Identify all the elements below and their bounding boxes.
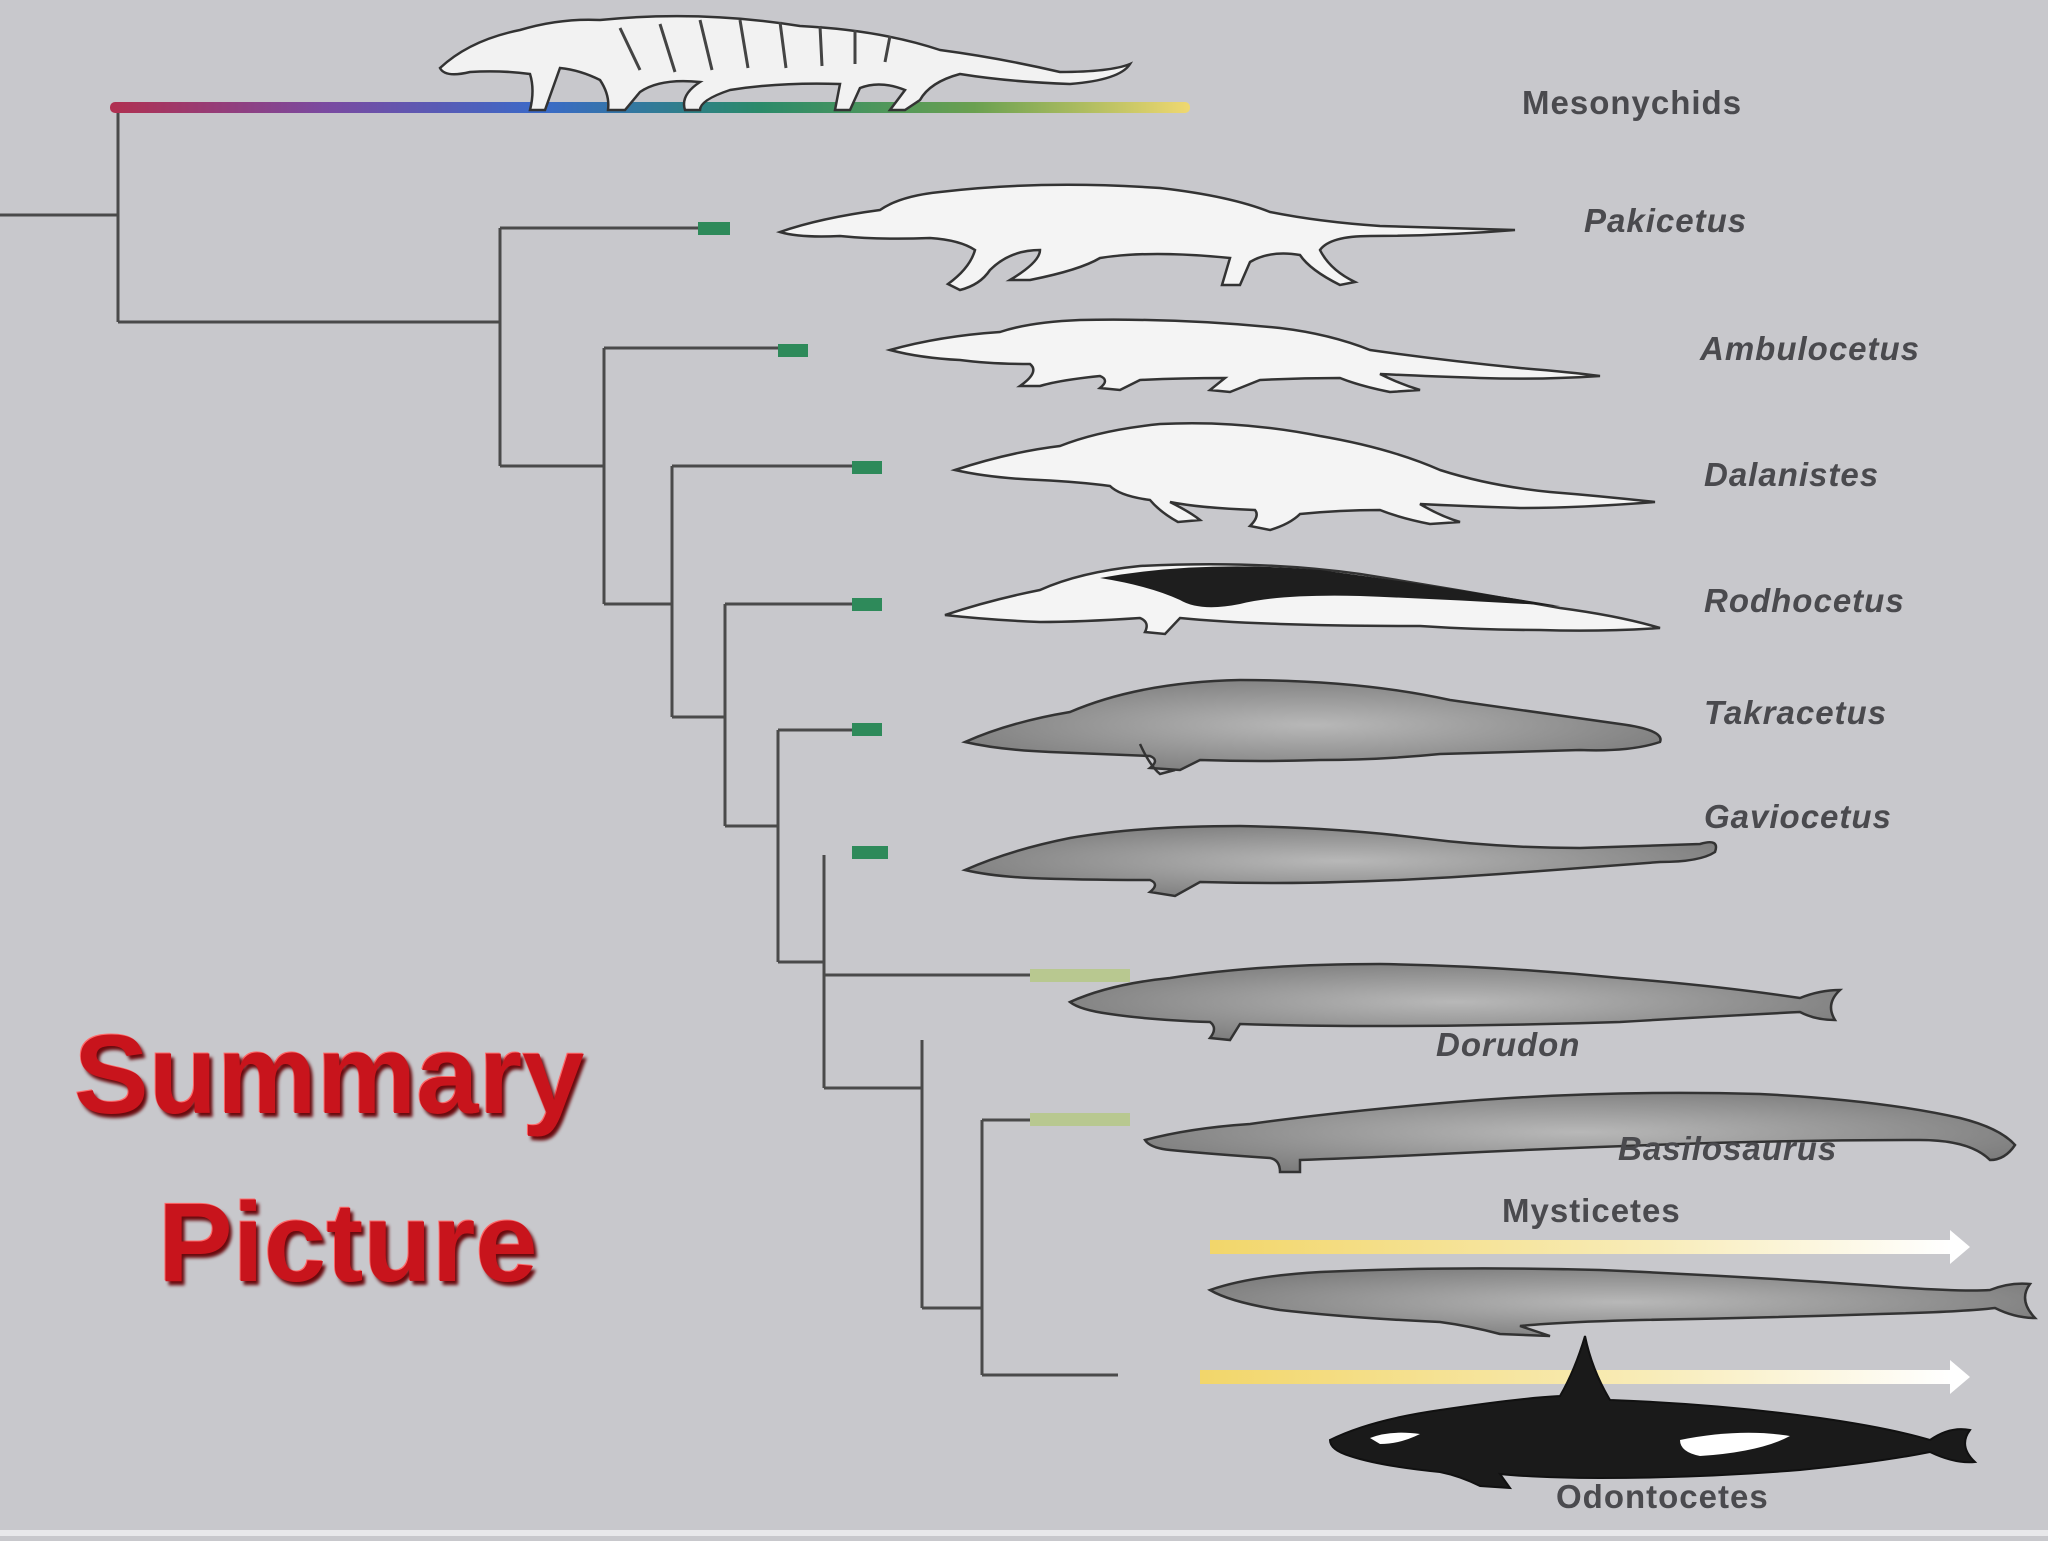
dorudon-silhouette (1067, 962, 1844, 1042)
mesonychid-silhouette (438, 14, 1134, 112)
taxon-label-pakicetus: Pakicetus (1584, 202, 1748, 239)
taxon-label-dorudon: Dorudon (1436, 1026, 1581, 1063)
taxon-label-mesonychids: Mesonychids (1522, 84, 1743, 121)
title-line-2: Picture (158, 1180, 538, 1305)
gaviocetus-silhouette (961, 824, 1718, 898)
bottom-border (0, 1530, 2048, 1536)
taxon-label-mysticetes: Mysticetes (1502, 1192, 1681, 1229)
title-line-1: Summary (74, 1012, 585, 1137)
orca-silhouette (1328, 1335, 1978, 1490)
taxon-label-gaviocetus: Gaviocetus (1704, 798, 1892, 835)
taxon-label-rodhocetus: Rodhocetus (1704, 582, 1905, 619)
taxon-label-basilosaurus: Basilosaurus (1618, 1130, 1838, 1167)
taxon-label-odontocetes: Odontocetes (1556, 1478, 1769, 1515)
range-markers (698, 222, 1130, 1126)
taxon-label-ambulocetus: Ambulocetus (1700, 330, 1921, 367)
baleen-whale-silhouette (1207, 1267, 2038, 1338)
taxon-label-takracetus: Takracetus (1704, 694, 1888, 731)
takracetus-silhouette (961, 678, 1662, 776)
rodhocetus-silhouette (944, 562, 1661, 636)
pakicetus-silhouette (775, 183, 1516, 292)
taxon-label-dalanistes: Dalanistes (1704, 456, 1880, 493)
mysticetes-arrow (1210, 1230, 1970, 1264)
dalanistes-silhouette (950, 421, 1656, 532)
basilosaurus-silhouette (1143, 1091, 2017, 1174)
ambulocetus-silhouette (885, 318, 1601, 394)
mesonychid-range-bar (110, 102, 1190, 113)
